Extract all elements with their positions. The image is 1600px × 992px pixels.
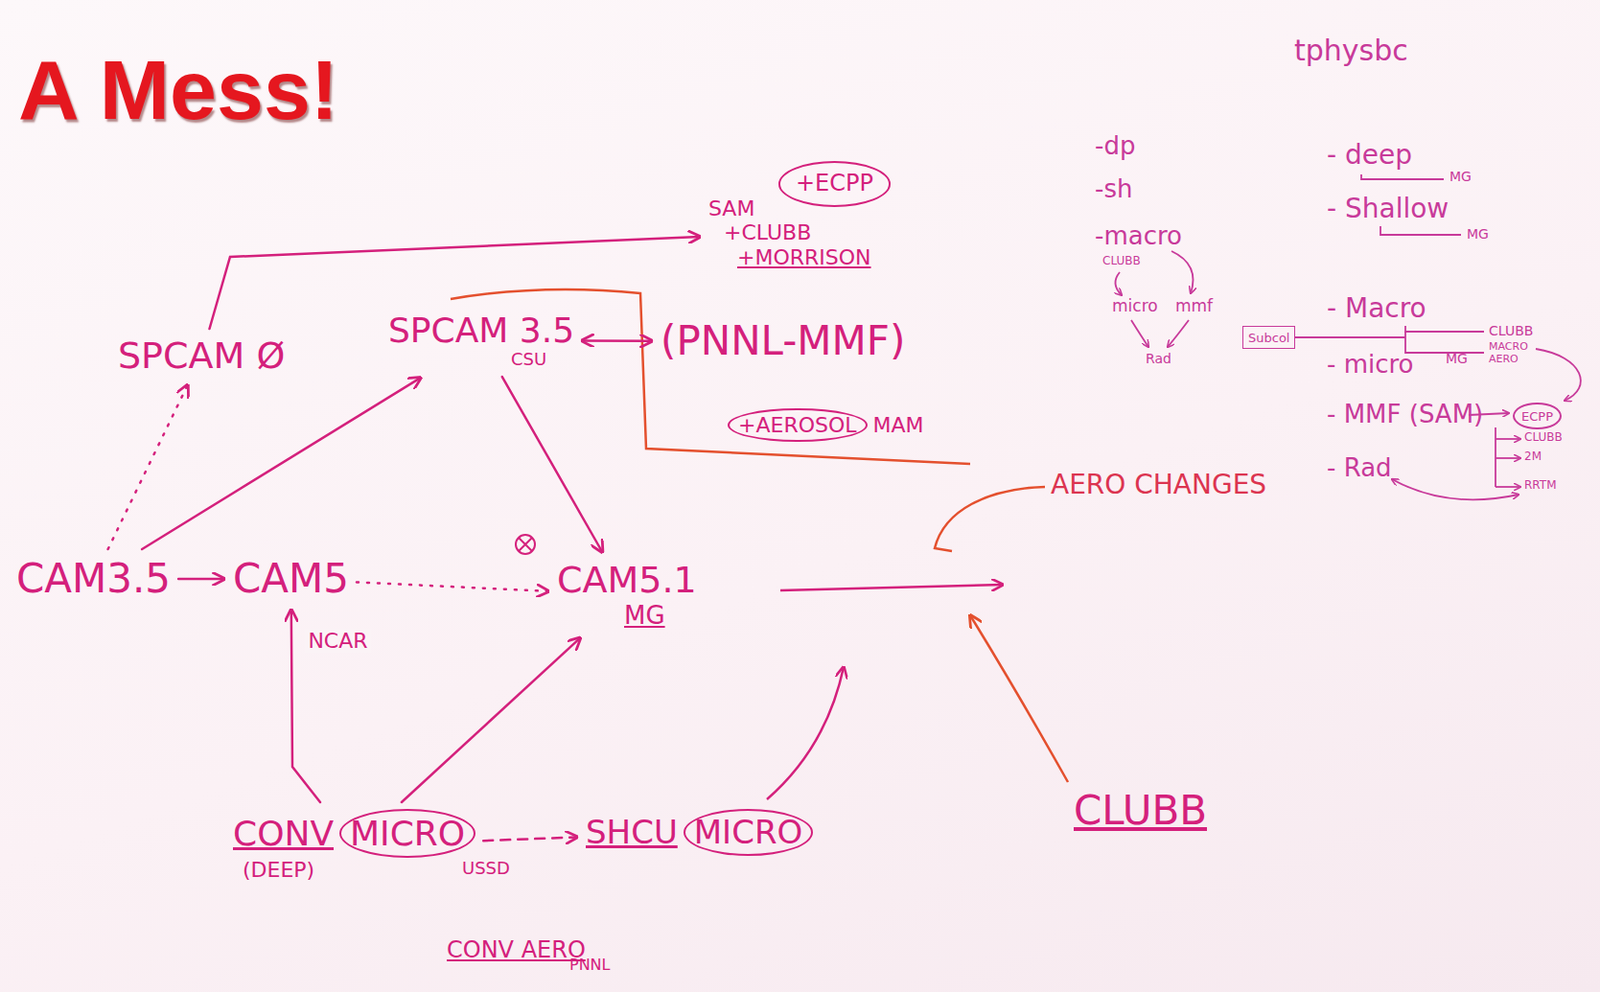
note-label: - Rad bbox=[1326, 454, 1392, 484]
note-label: RRTM bbox=[1524, 479, 1557, 493]
note-label: -sh bbox=[1094, 175, 1133, 205]
note-label: mmf bbox=[1175, 297, 1213, 317]
note-label: MG bbox=[1449, 168, 1472, 185]
circled-node: ECPP bbox=[1512, 402, 1562, 430]
merge-arrow bbox=[780, 584, 1003, 591]
connector-arrow bbox=[141, 377, 421, 550]
note-label: 2M bbox=[1524, 450, 1542, 464]
node-text: +ECPP bbox=[795, 170, 874, 198]
node-text: Subcol bbox=[1248, 331, 1290, 347]
node-text: SPCAM 3.5 bbox=[388, 310, 575, 350]
circled-node: +ECPP bbox=[778, 161, 891, 208]
note-label: MACRO AERO bbox=[1488, 341, 1533, 366]
note-label: -macro bbox=[1094, 222, 1183, 252]
connector-arrow bbox=[483, 836, 578, 841]
connector-arrow bbox=[356, 581, 549, 592]
node-text: CAM3.5 bbox=[16, 556, 171, 603]
note-label: CLUBB bbox=[1073, 788, 1207, 835]
node-text: CAM5.1 bbox=[556, 559, 697, 603]
node-text: SPCAM Ø bbox=[117, 335, 285, 378]
text-node: CAM5.1MG bbox=[554, 557, 700, 633]
node-text: SAM bbox=[708, 196, 872, 221]
node-text: MICRO bbox=[683, 809, 814, 857]
node-text: CSU bbox=[510, 349, 575, 371]
note-label: Rad bbox=[1145, 350, 1172, 367]
node-text: (DEEP) bbox=[242, 857, 476, 882]
node-text: CONV bbox=[232, 813, 334, 854]
connector-arrow bbox=[502, 376, 603, 553]
merge-arrow bbox=[766, 667, 844, 800]
merge-x-symbol bbox=[515, 534, 535, 555]
connector-arrow bbox=[108, 385, 188, 550]
note-label: - micro bbox=[1326, 350, 1415, 380]
node-text: MG bbox=[624, 602, 697, 631]
connector-arrow bbox=[401, 638, 580, 803]
merge-arrow bbox=[970, 615, 1068, 783]
connector-arrow bbox=[581, 339, 652, 343]
note-label: - Macro bbox=[1326, 293, 1427, 325]
note-label: micro bbox=[1112, 297, 1159, 317]
text-node: CONVMICRO(DEEP) bbox=[230, 807, 479, 885]
note-label: AERO CHANGES bbox=[1050, 469, 1267, 501]
note-label: -dp bbox=[1094, 132, 1136, 162]
node-text: MICRO bbox=[339, 809, 476, 858]
note-label: - Shallow bbox=[1326, 193, 1449, 225]
note-label: USSD bbox=[462, 858, 511, 880]
text-node: (PNNL-MMF) bbox=[657, 316, 908, 367]
text-node: CAM5 bbox=[230, 554, 352, 604]
node-text: MAM bbox=[873, 413, 925, 438]
text-node: SHCUMICRO bbox=[582, 807, 816, 858]
node-text: SHCU bbox=[585, 813, 678, 852]
curl-arrow bbox=[934, 486, 1045, 552]
connector-arrow bbox=[178, 578, 225, 581]
note-label: PNNL bbox=[569, 956, 611, 974]
note-label: MG bbox=[1445, 350, 1468, 367]
text-node: SAM+CLUBB+MORRISON bbox=[705, 194, 875, 272]
note-label: - MMF (SAM) bbox=[1326, 400, 1484, 430]
text-node: CAM3.5 bbox=[13, 554, 174, 604]
node-text: +CLUBB bbox=[723, 220, 872, 245]
note-label: CONV AERO bbox=[446, 937, 586, 965]
note-label: tphysbc bbox=[1294, 34, 1409, 69]
node-text: CAM5 bbox=[232, 556, 349, 603]
note-label: - deep bbox=[1326, 139, 1413, 171]
note-label: CLUBB bbox=[1488, 323, 1533, 339]
node-text: ECPP bbox=[1521, 410, 1554, 425]
text-node: +AEROSOLMAM bbox=[724, 406, 928, 444]
title: A Mess! bbox=[18, 44, 339, 138]
node-text: (PNNL-MMF) bbox=[660, 318, 905, 365]
text-node: SPCAM Ø bbox=[115, 333, 288, 380]
note-label: MG bbox=[1466, 226, 1489, 242]
text-node: SPCAM 3.5CSU bbox=[385, 308, 578, 372]
node-text: +AEROSOL bbox=[727, 408, 868, 442]
tree-lines bbox=[1114, 174, 1580, 500]
note-label: CLUBB bbox=[1102, 255, 1141, 269]
note-label: CLUBB bbox=[1524, 431, 1563, 445]
node-text: +MORRISON bbox=[737, 245, 872, 270]
edge-label: NCAR bbox=[304, 628, 371, 653]
process-box: Subcol bbox=[1242, 325, 1296, 349]
